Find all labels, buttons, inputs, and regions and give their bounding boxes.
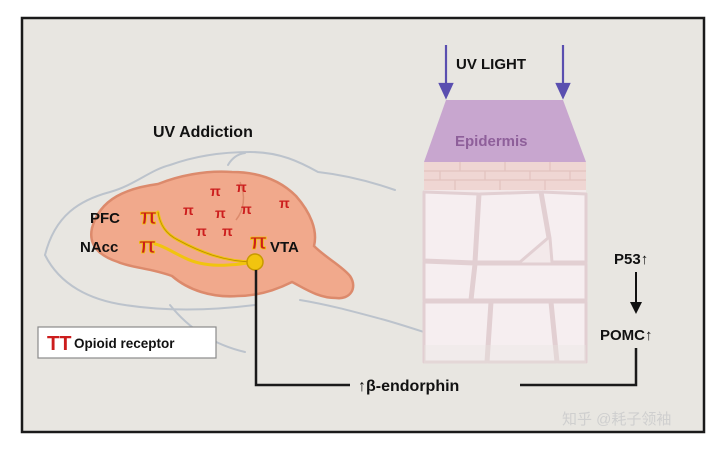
uv-arrow-left-head bbox=[438, 82, 454, 100]
legend-label: Opioid receptor bbox=[74, 336, 175, 351]
brain bbox=[89, 170, 355, 300]
skin-tissue bbox=[422, 162, 588, 365]
nacc-label: NAcc bbox=[80, 239, 118, 256]
vta-connector bbox=[254, 270, 350, 387]
opioid-receptor-marker: π bbox=[215, 205, 226, 221]
opioid-receptor-vta: π bbox=[250, 229, 267, 254]
watermark: 知乎 @耗子领袖 bbox=[562, 411, 671, 428]
legend-box bbox=[37, 326, 217, 359]
epidermis-layer bbox=[424, 100, 586, 162]
opioid-receptor-marker: π bbox=[241, 201, 252, 217]
opioid-receptor-marker: π bbox=[210, 183, 221, 199]
legend-receptor-symbol: TT bbox=[47, 333, 71, 355]
uv-arrow-right-head bbox=[555, 82, 571, 100]
beta-endorphin-label: ↑β-endorphin bbox=[358, 378, 459, 395]
p53-label: P53↑ bbox=[614, 251, 648, 268]
skin-band-lines bbox=[424, 162, 586, 190]
neuron-projections-outline bbox=[157, 211, 256, 263]
brain-fold bbox=[235, 181, 245, 221]
epidermis-label: Epidermis bbox=[455, 133, 528, 150]
opioid-receptor-marker: π bbox=[236, 179, 247, 195]
pomc-connector bbox=[520, 348, 638, 387]
opioid-receptor-pfc: π bbox=[140, 204, 157, 229]
uv-arrows bbox=[438, 45, 571, 100]
opioid-receptor-marker: π bbox=[196, 223, 207, 239]
p53-to-pomc-arrow bbox=[630, 272, 642, 314]
uv-light-label: UV LIGHT bbox=[456, 56, 526, 73]
opioid-receptor-marker: π bbox=[279, 195, 290, 211]
opioid-receptor-nacc: π bbox=[139, 233, 156, 258]
pomc-label: POMC↑ bbox=[600, 327, 653, 344]
opioid-receptor-marker: π bbox=[183, 202, 194, 218]
diagram-title: UV Addiction bbox=[153, 124, 253, 141]
brain-shape bbox=[89, 170, 355, 300]
pfc-label: PFC bbox=[90, 210, 120, 227]
vta-neuron-soma bbox=[246, 253, 264, 271]
vta-label: VTA bbox=[270, 239, 299, 256]
legend: TT Opioid receptor bbox=[37, 326, 217, 359]
skin-cells bbox=[422, 190, 588, 364]
skin-fade bbox=[424, 345, 586, 365]
opioid-receptor-marker: π bbox=[222, 223, 233, 239]
